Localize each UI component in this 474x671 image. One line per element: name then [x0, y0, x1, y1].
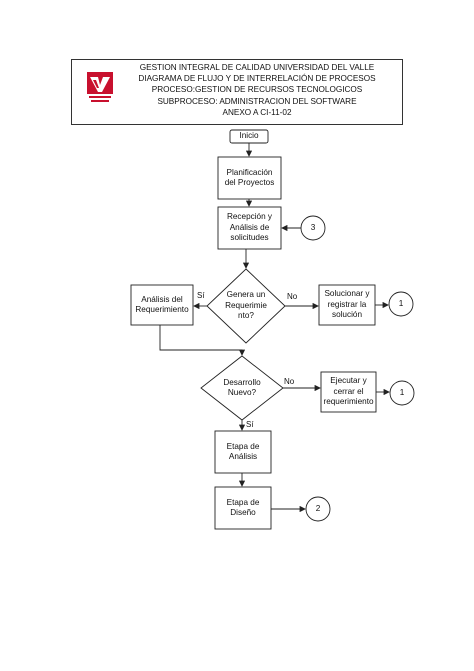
university-logo: [87, 72, 113, 102]
header-box: GESTION INTEGRAL DE CALIDAD UNIVERSIDAD …: [71, 59, 403, 125]
connector-1a-label: 1: [398, 298, 404, 308]
header-line-3: PROCESO:GESTION DE RECURSOS TECNOLOGICOS: [151, 85, 363, 95]
header-line-1: GESTION INTEGRAL DE CALIDAD UNIVERSIDAD …: [139, 63, 375, 72]
edge-label-si-1: Sí: [197, 291, 205, 300]
edge-label-no-2: No: [284, 377, 295, 386]
recepcion-label: Recepción y Análisis de solicitudes: [226, 212, 273, 243]
edge-label-si-2: Sí: [246, 420, 254, 429]
desarrollo-label: Desarrollo Nuevo?: [223, 377, 261, 398]
connector-3-label: 3: [310, 222, 316, 232]
connector-1-b: [389, 380, 415, 406]
ejecutar-label: Ejecutar y cerrar el requerimiento: [323, 376, 374, 407]
header-line-4: SUBPROCESO: ADMINISTRACION DEL SOFTWARE: [157, 96, 357, 106]
header-line-5: ANEXO A CI-11-02: [222, 107, 292, 117]
connector-1-a: [388, 291, 414, 317]
genera-label: Genera un Requerimie nto?: [225, 290, 267, 321]
process-recepcion: [217, 206, 282, 250]
planificacion-label: Planificación del Proyectos: [224, 167, 275, 188]
etapa-diseno-label: Etapa de Diseño: [226, 497, 260, 518]
analisis-requerimiento-label: Análisis del Requerimiento: [135, 294, 189, 315]
header-text: GESTION INTEGRAL DE CALIDAD UNIVERSIDAD …: [118, 62, 396, 118]
connector-2-label: 2: [315, 503, 321, 513]
edge-analisis-desarrollo: [159, 325, 246, 356]
connector-1b-label: 1: [399, 387, 405, 397]
connector-2: [305, 496, 331, 522]
process-etapa-diseno: [214, 486, 272, 530]
etapa-analisis-label: Etapa de Análisis: [226, 441, 260, 462]
solucionar-label: Solucionar y registrar la solución: [324, 289, 370, 320]
process-planificacion: [217, 156, 282, 200]
process-analisis-requerimiento: [130, 284, 194, 326]
start-label: Inicio: [239, 131, 259, 141]
header-line-2: DIAGRAMA DE FLUJO Y DE INTERRELACIÓN DE …: [138, 74, 376, 84]
decision-genera: [206, 268, 286, 344]
edge-label-no-1: No: [287, 292, 298, 301]
process-etapa-analisis: [214, 430, 272, 474]
